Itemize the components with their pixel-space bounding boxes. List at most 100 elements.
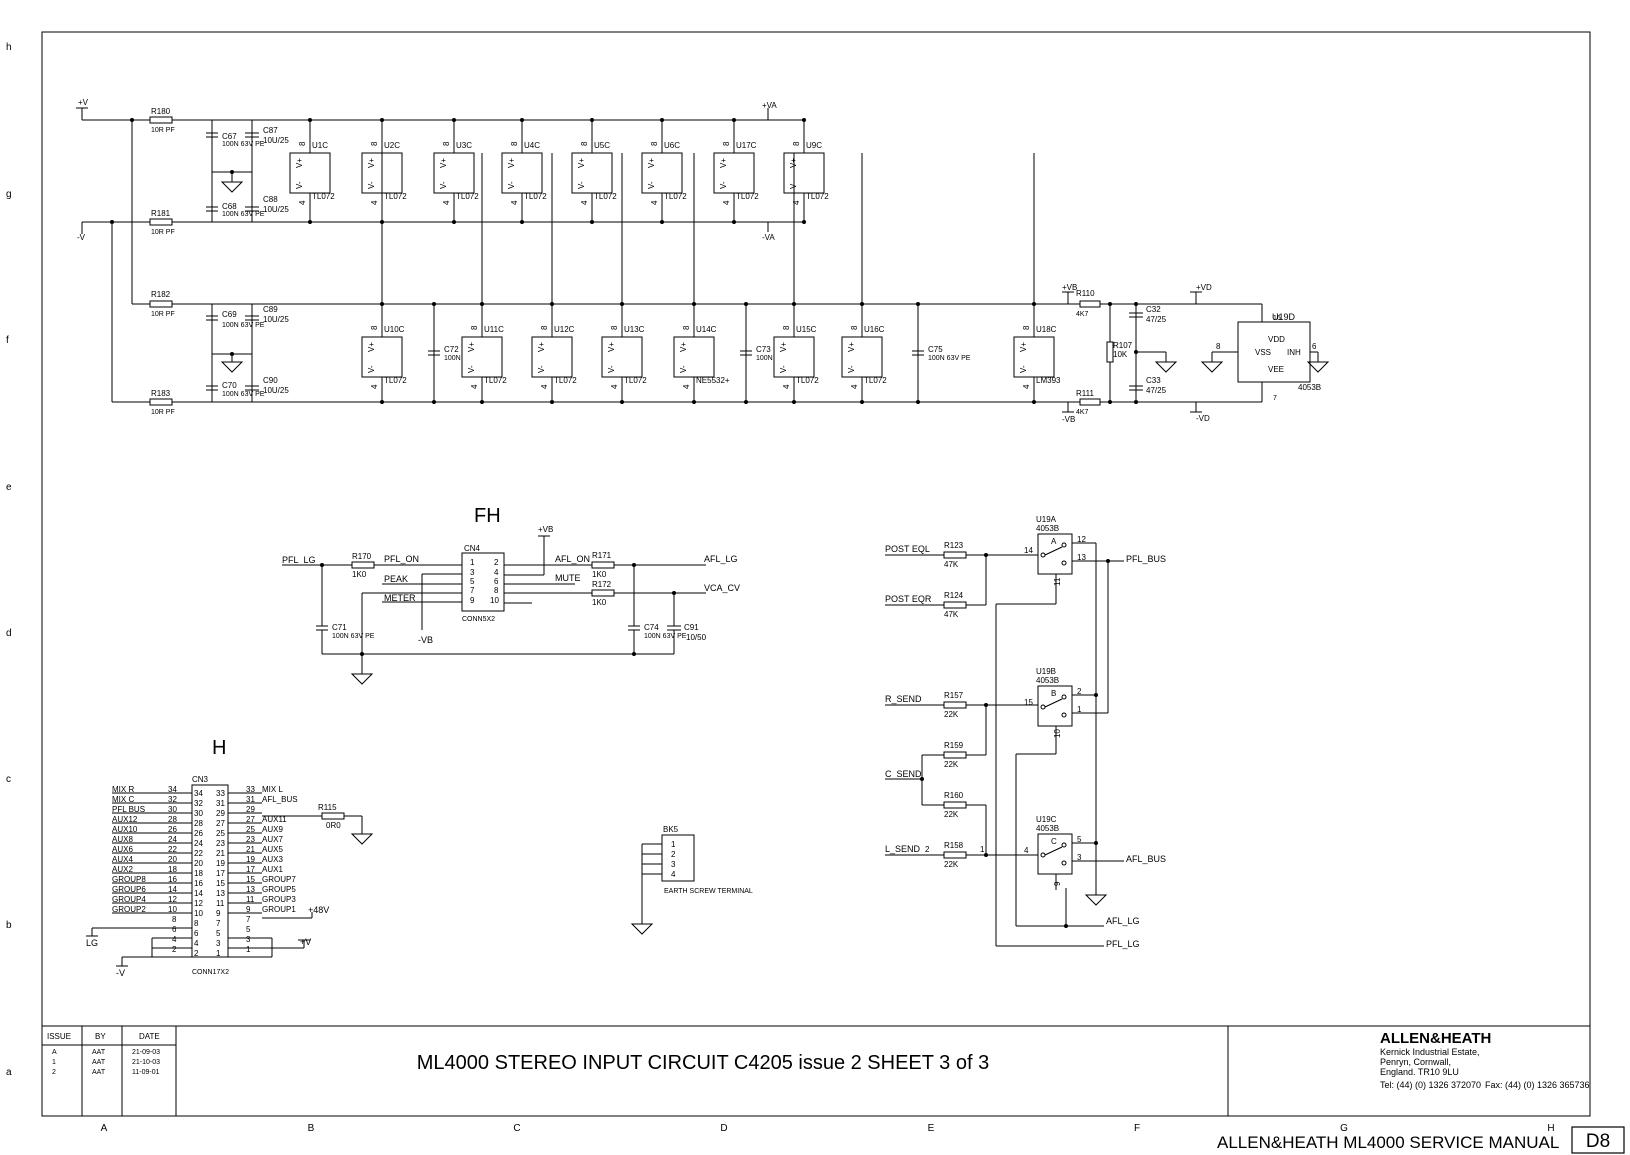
resistor-ref: R111 [1076, 389, 1094, 398]
resistor-value: 0R0 [326, 821, 341, 830]
resistor-ref: R171 [592, 551, 612, 560]
net-label: AFL_BUS [1126, 854, 1166, 864]
supply-pin-label: V- [607, 365, 616, 373]
supply-pin-label: V- [367, 365, 376, 373]
cap-ref: C33 [1146, 376, 1161, 385]
pin-number: 4 [370, 200, 379, 205]
connector-net-label: GROUP7 [262, 875, 296, 884]
resistor-value: 1K0 [592, 570, 607, 579]
ic-ref: U16C [864, 325, 885, 334]
ic-pin-label: VDD [1268, 335, 1285, 344]
pin-number: 26 [194, 829, 203, 838]
cap-ref: C71 [332, 623, 347, 632]
grid-row-label: h [6, 42, 12, 53]
pin-number: 21 [216, 849, 225, 858]
pin-number: 1 [216, 949, 221, 958]
pin-number: 8 [792, 141, 801, 146]
pin-number: 24 [168, 835, 177, 844]
pin-number: 8 [782, 325, 791, 330]
pin-number: 15 [216, 879, 225, 888]
cap-value: 100N 63V PE [222, 322, 265, 329]
net-label: C_SEND [885, 769, 922, 779]
pin-number: 4 [298, 200, 307, 205]
ic-part: 4053B [1036, 824, 1059, 833]
connector-net-label: GROUP2 [112, 905, 146, 914]
pin-number: 17 [246, 865, 255, 874]
pin-number: 4 [194, 939, 199, 948]
pin-number: 33 [216, 789, 225, 798]
pin-number: 8 [370, 141, 379, 146]
supply-pin-label: V- [439, 181, 448, 189]
ic-ref: U2C [384, 141, 400, 150]
fh-connector-section: FH PFL_LG R170 1K0 PFL_ON PEAK METER -VB… [282, 505, 740, 685]
pin-number: 21 [246, 845, 255, 854]
cap-ref: C74 [644, 623, 659, 632]
pin-number: 32 [194, 799, 203, 808]
ic-part: TL072 [624, 376, 647, 385]
supply-pin-label: V+ [537, 342, 546, 352]
pin-number: 5 [470, 577, 475, 586]
pin-number: 8 [442, 141, 451, 146]
supply-pin-label: V+ [1019, 342, 1028, 352]
cap-ref: C90 [263, 376, 278, 385]
connector-net-label: GROUP8 [112, 875, 146, 884]
connector-net-label: MIX L [262, 785, 283, 794]
pin-number: 8 [510, 141, 519, 146]
pin-number: 4 [1022, 384, 1031, 389]
pin-number: 11 [246, 895, 255, 904]
net-label: L_SEND [885, 844, 921, 854]
supply-pin-label: V+ [577, 158, 586, 168]
resistor-value: 22K [944, 710, 959, 719]
select-label: A [1051, 537, 1057, 546]
resistor-ref: R115 [318, 803, 337, 812]
pin-number: 28 [168, 815, 177, 824]
pin-number: 32 [168, 795, 177, 804]
resistor-value: 10R PF [151, 409, 175, 416]
pin-number: 28 [194, 819, 203, 828]
pin-number: 10 [490, 596, 499, 605]
sheet-border [41, 31, 1591, 1117]
connector-net-label: GROUP3 [262, 895, 296, 904]
connector-net-label: AUX6 [112, 845, 133, 854]
pin-number: 7 [246, 915, 251, 924]
page-number: D8 [1586, 1131, 1610, 1152]
rail-label: -V [116, 968, 125, 978]
resistor-value: 10R PF [151, 127, 175, 134]
ic-ref: U19A [1036, 515, 1057, 524]
ic-pin-label: VSS [1255, 348, 1271, 357]
pin-number: 18 [168, 865, 177, 874]
cap-ref: C32 [1146, 305, 1161, 314]
ic-ref: U12C [554, 325, 575, 334]
cap-value: 10U/25 [263, 205, 289, 214]
by-cell: AAT [92, 1059, 106, 1066]
supply-pin-label: V+ [439, 158, 448, 168]
by-cell: AAT [92, 1069, 106, 1076]
date-cell: 11-09-01 [132, 1069, 160, 1076]
cap-ref: C91 [684, 623, 699, 632]
net-label: AFL_ON [555, 554, 590, 564]
cap-value: 10U/25 [263, 136, 289, 145]
rail-label: +VA [762, 101, 777, 110]
connector-net-label: MIX C [112, 795, 134, 804]
cap-ref: C88 [263, 195, 278, 204]
grid-column-label: A [101, 1123, 108, 1134]
terminal-ref: BK5 [663, 825, 679, 834]
pin-number: 30 [194, 809, 203, 818]
pin-number: 8 [650, 141, 659, 146]
supply-pin-label: V- [367, 181, 376, 189]
net-label: VCA_CV [704, 583, 740, 593]
pin-number: 11 [1053, 577, 1062, 586]
pin-number: 5 [246, 925, 251, 934]
net-label: PFL_LG [282, 555, 316, 565]
footer: ALLEN&HEATH ML4000 SERVICE MANUAL D8 [1217, 1126, 1625, 1154]
